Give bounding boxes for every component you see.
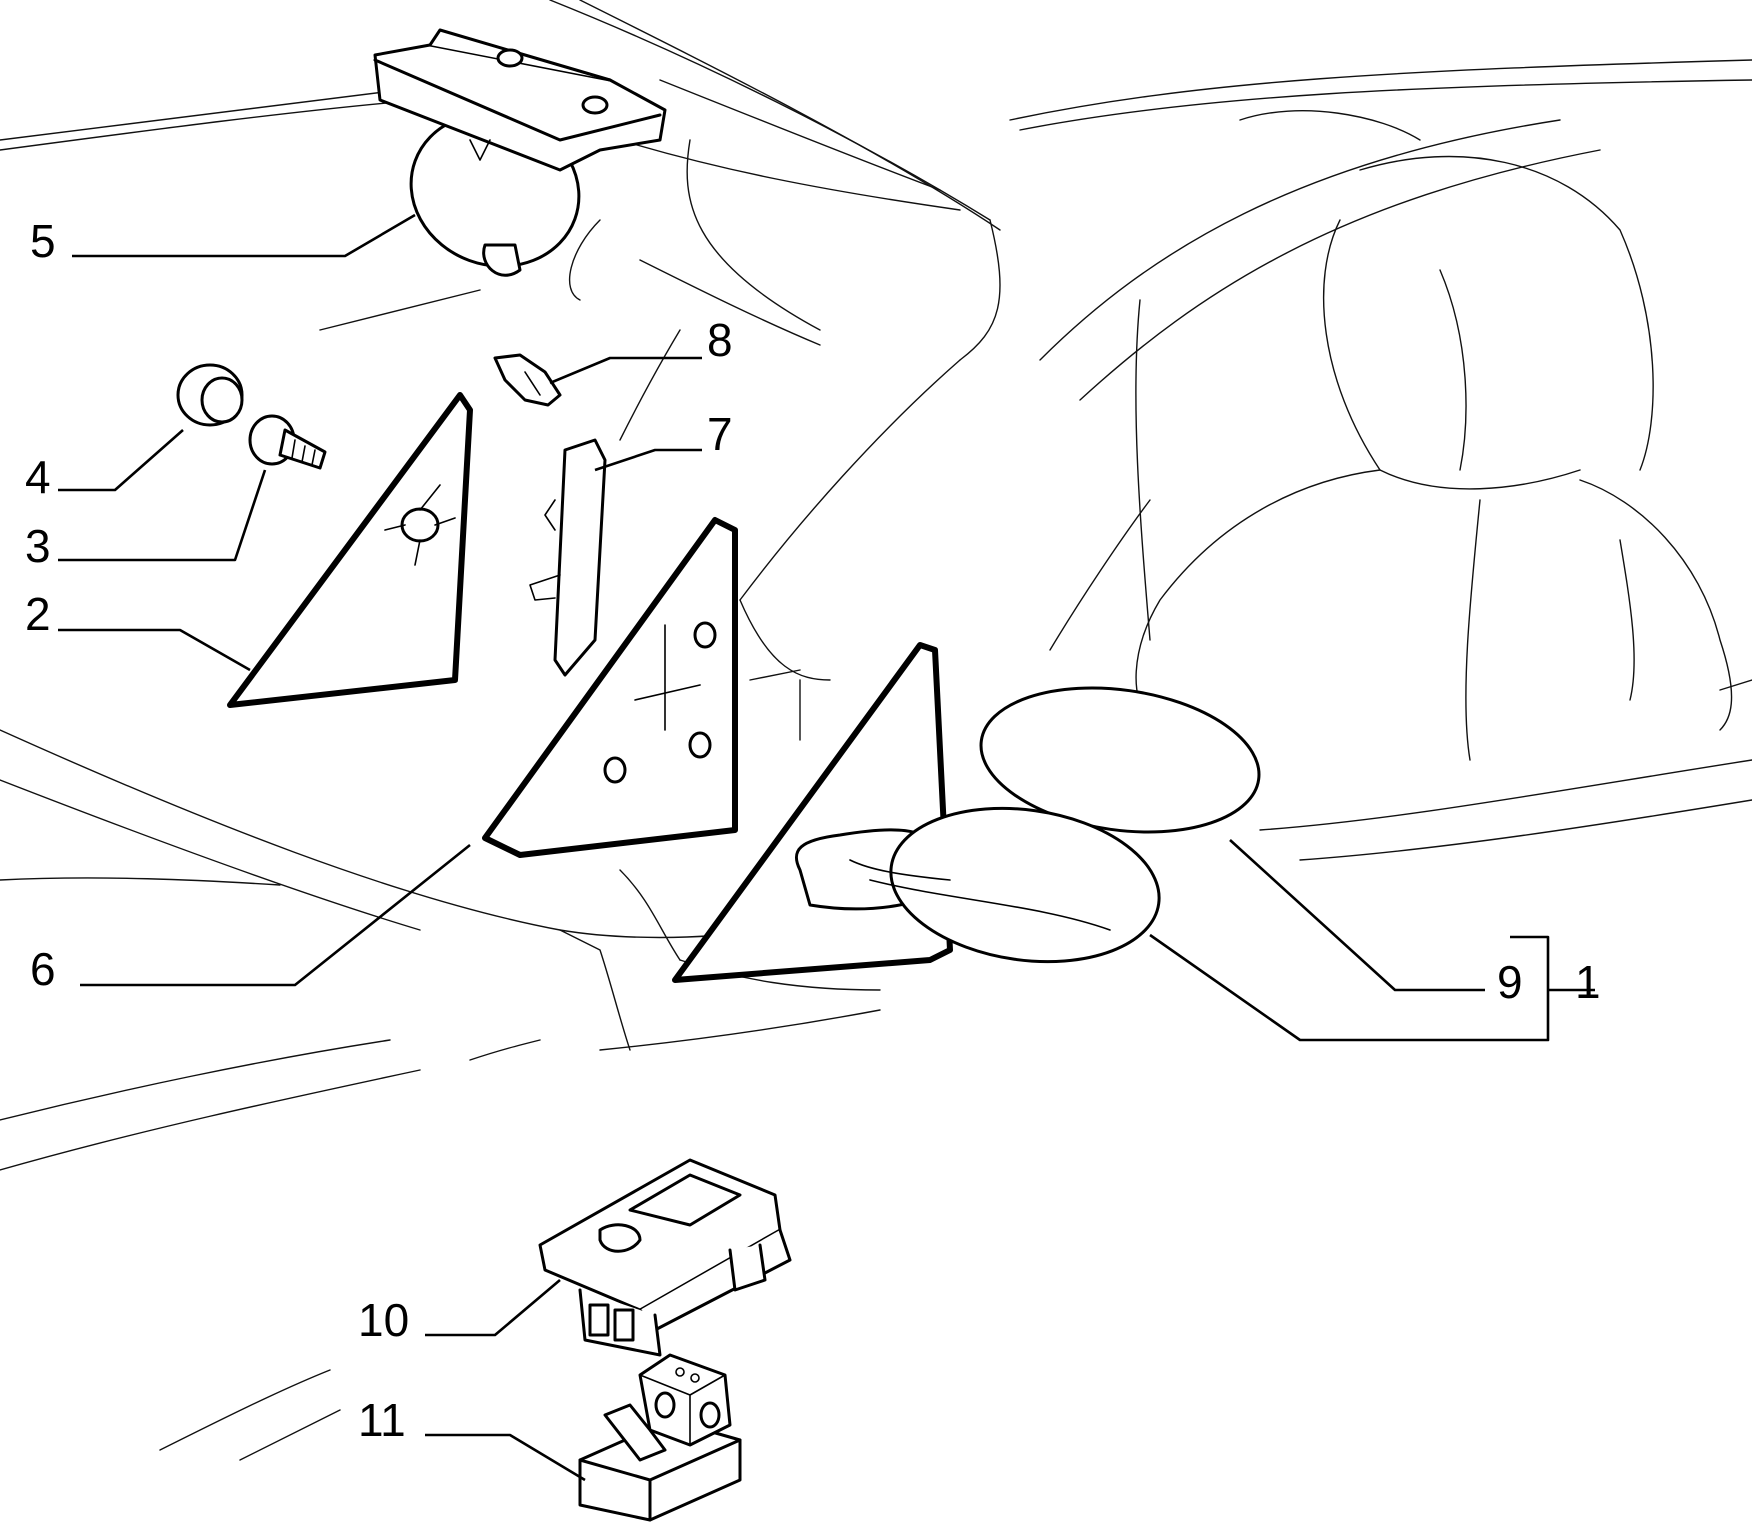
callout-9: 9 [1497,956,1523,1008]
exterior-mirror-part [672,642,1261,983]
clip-part [493,353,562,407]
callout-labels: 5 8 7 4 3 2 6 9 1 10 11 [25,215,1601,1446]
switch-bezel-part [538,1158,792,1357]
callout-1: 1 [1575,956,1601,1008]
callout-3: 3 [25,520,51,572]
callout-6: 6 [30,943,56,995]
switch-part [578,1353,742,1522]
leader-lines [58,213,1595,1482]
grommet-part [176,363,244,427]
callout-8: 8 [707,314,733,366]
interior-mirror-part [373,28,667,277]
callout-2: 2 [25,588,51,640]
callout-7: 7 [707,408,733,460]
bracket-strip-part [529,438,607,677]
callout-10: 10 [358,1294,409,1346]
mount-plate-part [482,517,738,858]
car-interior-background [0,0,1752,1461]
screw-part [248,414,327,470]
callout-5: 5 [30,215,56,267]
callout-4: 4 [25,451,51,503]
trim-panel-small-part [227,392,473,708]
callout-11: 11 [358,1394,406,1446]
